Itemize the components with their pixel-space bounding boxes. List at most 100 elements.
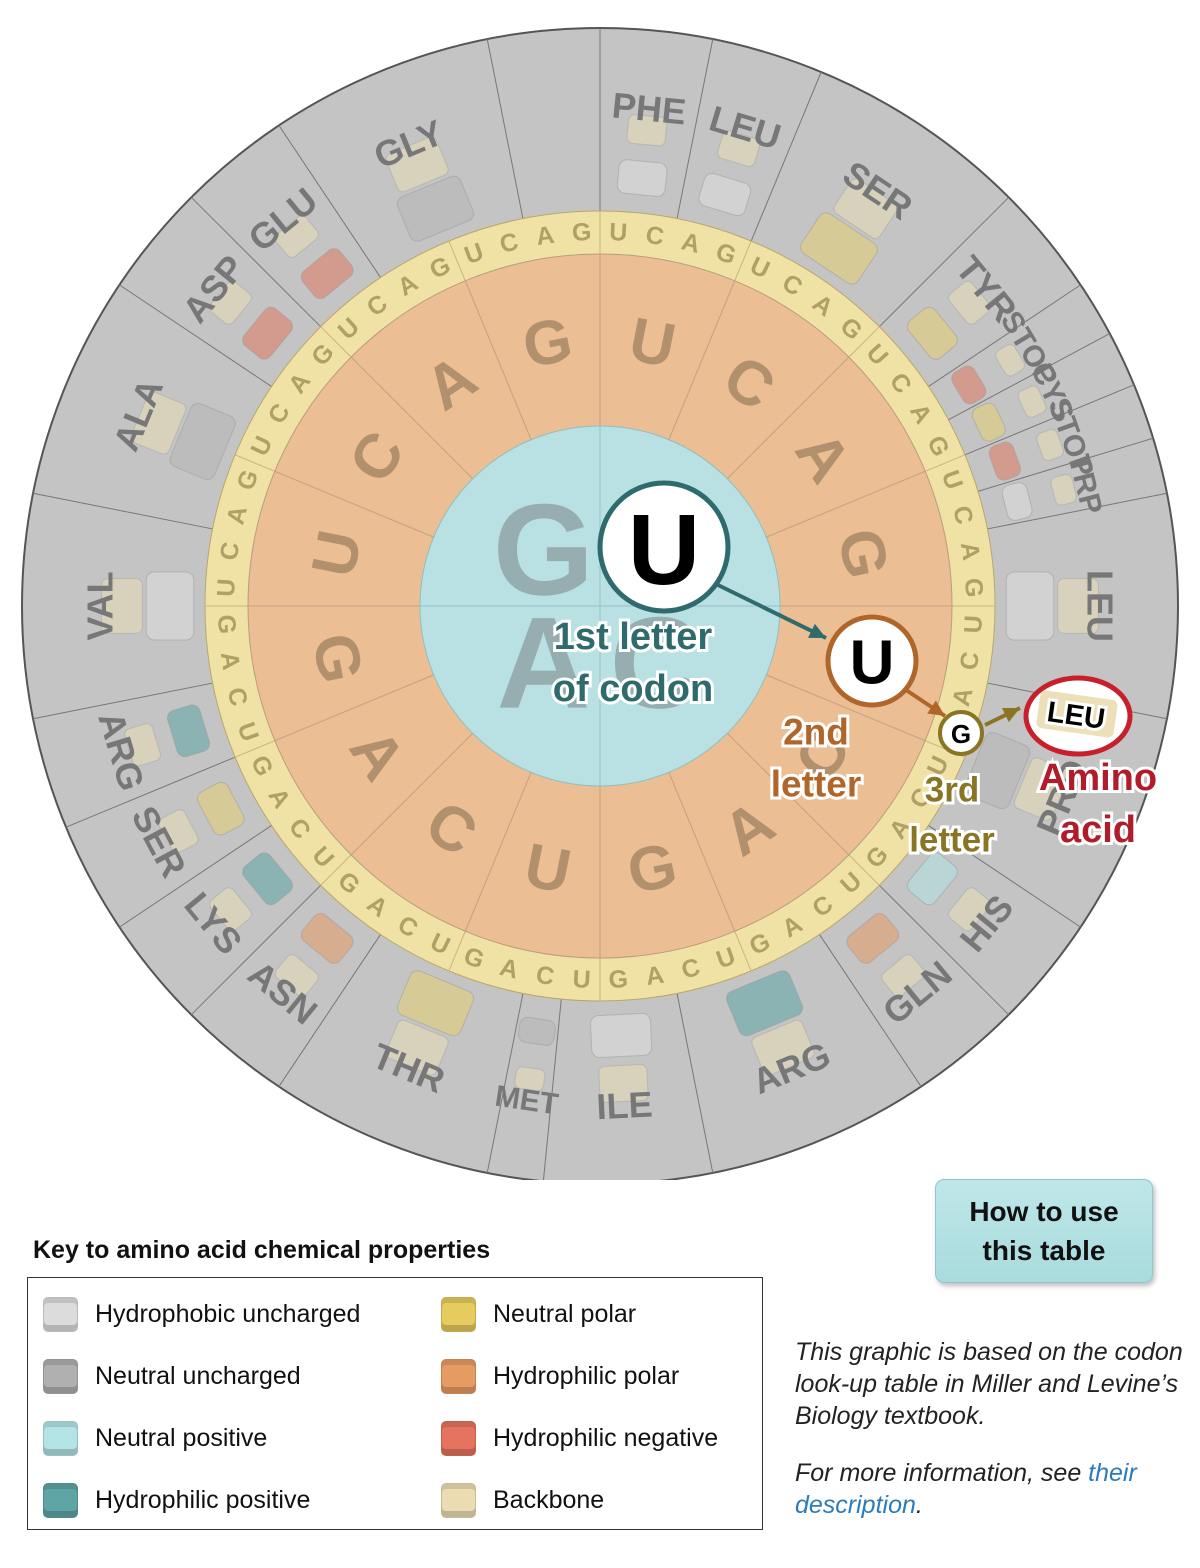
first-to-second-arrow: [717, 583, 827, 640]
second-letter-example: U: [850, 629, 895, 698]
amino-molecule-icon: [988, 441, 1022, 481]
second-letter-example-circle: [825, 614, 919, 708]
third-letter-divider: [320, 326, 352, 358]
amino-divider: [119, 825, 272, 928]
amino-molecule-icon: [951, 365, 987, 405]
third-letter-divider: [848, 326, 880, 358]
amino-molecule-icon: [145, 571, 195, 641]
key-label: Backbone: [493, 1485, 605, 1514]
first-letter-g: G: [493, 476, 594, 622]
second-letter-divider: [350, 356, 474, 480]
third-letter-g: G: [212, 614, 241, 635]
amino-divider: [486, 39, 524, 219]
amino-molecule-icon: [589, 1012, 653, 1059]
backbone-icon: [717, 130, 761, 167]
backbone-icon: [948, 280, 991, 325]
first-letter-caption-1: 1st letter: [554, 616, 713, 658]
third-letter-example: G: [951, 719, 971, 749]
amino-molecule-icon: [616, 159, 668, 197]
second-letter-divider: [464, 280, 532, 440]
second-letter-divider: [726, 732, 850, 856]
amino-divider: [65, 756, 236, 828]
backbone-icon: [1057, 578, 1099, 634]
amino-example-backbone-icon: [1036, 690, 1118, 738]
third-letter-divider: [734, 931, 752, 972]
backbone-icon: [1050, 474, 1077, 506]
third-letter-g: G: [959, 577, 988, 598]
swatch-neutral-polar: [441, 1296, 476, 1332]
backbone-icon: [881, 954, 926, 997]
amino-divider: [928, 284, 1081, 387]
amino-label-leu: LEU: [1080, 570, 1121, 642]
amino-divider: [486, 993, 524, 1173]
amino-molecule-icon: [1005, 571, 1055, 641]
key-item-neutral-uncharged: Neutral uncharged: [43, 1354, 301, 1398]
swatch-hydrophilic-negative: [441, 1420, 476, 1456]
backbone-icon: [101, 578, 143, 634]
second-letter-divider: [464, 772, 532, 932]
swatch-hydrophilic-positive: [43, 1482, 78, 1518]
second-letter-divider: [274, 674, 434, 742]
second-letter-divider: [274, 470, 434, 538]
backbone-icon: [1017, 385, 1047, 418]
more-info-suffix: .: [915, 1491, 923, 1519]
second-letter-caption-2: letter: [771, 764, 861, 805]
backbone-icon: [209, 280, 252, 325]
third-letter-c: C: [955, 650, 985, 672]
amino-molecule-icon: [242, 852, 294, 906]
backbone-icon: [995, 344, 1025, 377]
third-letter-caption-1: 3rd: [925, 771, 979, 810]
third-letter-g: G: [608, 965, 629, 994]
more-info-note: For more information, see their descript…: [795, 1457, 1185, 1521]
amino-divider: [878, 884, 1010, 1016]
how-to-use-button[interactable]: How to use this table: [935, 1179, 1153, 1283]
amino-divider: [676, 39, 714, 219]
backbone-icon: [1013, 757, 1070, 821]
first-to-second-arrow-head: [808, 623, 826, 638]
third-letter-divider: [448, 931, 466, 972]
backbone-icon: [209, 887, 252, 932]
swatch-neutral-uncharged: [43, 1358, 78, 1394]
second-letter-caption-1: 2nd: [783, 712, 849, 753]
key-item-hydrophilic-polar: Hydrophilic polar: [441, 1354, 679, 1398]
backbone-icon: [626, 114, 668, 147]
amino-molecule-icon: [196, 781, 245, 836]
backbone-icon: [158, 809, 199, 854]
first-letter-caption-2: of codon: [553, 668, 713, 710]
backbone-icon: [514, 1066, 546, 1092]
amino-divider: [987, 492, 1167, 530]
key-label: Neutral polar: [493, 1299, 637, 1328]
amino-divider: [278, 125, 381, 278]
third-letter-divider: [234, 454, 275, 472]
amino-molecule-icon: [846, 912, 900, 964]
amino-caption-2: acid: [1060, 809, 1136, 851]
third-letter-c: C: [644, 221, 666, 251]
amino-molecule-icon: [906, 306, 958, 360]
amino-molecule-icon: [698, 172, 752, 217]
amino-divider: [676, 993, 714, 1173]
backbone-icon: [130, 391, 187, 455]
key-label: Hydrophilic negative: [493, 1423, 719, 1452]
backbone-icon: [833, 178, 898, 239]
swatch-hydrophobic-uncharged: [43, 1296, 78, 1332]
backbone-icon: [385, 136, 449, 193]
amino-molecule-icon: [396, 175, 475, 242]
key-label: Hydrophilic polar: [493, 1361, 680, 1390]
third-letter-a: A: [955, 540, 985, 562]
third-letter-u: U: [959, 615, 988, 634]
source-note: This graphic is based on the codon look-…: [795, 1338, 1183, 1430]
swatch-backbone: [441, 1482, 476, 1518]
amino-divider: [948, 333, 1110, 421]
second-letter-divider: [668, 772, 736, 932]
amino-divider: [278, 934, 381, 1087]
first-letter-example-circle: [597, 480, 731, 614]
third-letter-divider: [448, 240, 466, 281]
amino-divider: [878, 196, 1010, 328]
third-letter-divider: [925, 454, 966, 472]
third-letter-c: C: [534, 961, 556, 991]
amino-divider: [190, 884, 322, 1016]
amino-molecule-icon: [169, 402, 236, 481]
description-link[interactable]: their description: [795, 1459, 1137, 1519]
third-letter-divider: [734, 240, 752, 281]
